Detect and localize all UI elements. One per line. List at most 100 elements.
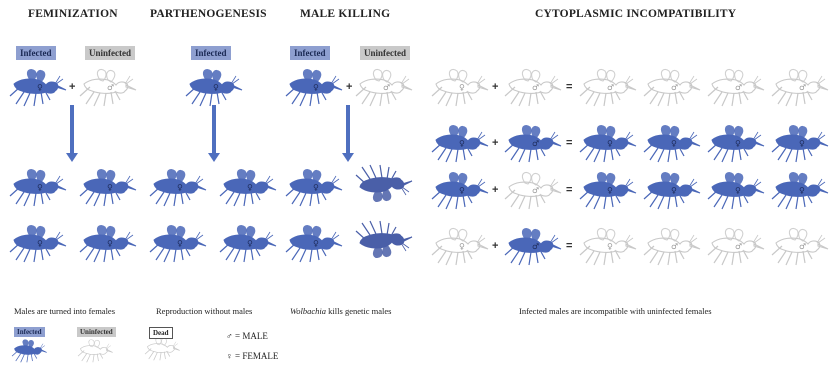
- svg-text:♀: ♀: [177, 183, 183, 192]
- svg-text:♀: ♀: [247, 239, 253, 248]
- uninfected-offspring-mosquito-icon: ♂: [644, 228, 700, 265]
- plus-sign: +: [492, 81, 498, 93]
- svg-text:♀: ♀: [671, 139, 677, 148]
- legend-male: ♂ = MALE: [226, 331, 268, 341]
- infected-male-mosquito-icon: ♂: [505, 228, 561, 265]
- caption-male-killing: Wolbachia kills genetic males: [290, 306, 391, 316]
- svg-text:♀: ♀: [607, 186, 613, 195]
- down-arrow-icon: [342, 105, 354, 162]
- svg-text:♀: ♀: [213, 83, 219, 92]
- plus-sign: +: [492, 137, 498, 149]
- svg-text:♀: ♀: [313, 183, 319, 192]
- infected-female-mosquito-icon: ♀: [150, 169, 206, 206]
- svg-text:♀: ♀: [459, 242, 465, 251]
- svg-text:♀: ♀: [247, 183, 253, 192]
- uninfected-offspring-mosquito-icon: ♂: [772, 69, 828, 106]
- svg-text:♀: ♀: [607, 242, 613, 251]
- infected-offspring-mosquito-icon: ♀: [644, 125, 700, 162]
- infected-offspring-mosquito-icon: ♀: [580, 125, 636, 162]
- svg-text:♂: ♂: [799, 242, 806, 251]
- legend-tag-infected: Infected: [14, 327, 45, 337]
- infected-female-mosquito-icon: ♀: [80, 169, 136, 206]
- equals-sign: =: [566, 137, 572, 149]
- infected-female-mosquito-icon: ♀: [10, 225, 66, 262]
- infected-offspring-mosquito-icon: ♀: [644, 172, 700, 209]
- svg-text:♀: ♀: [459, 139, 465, 148]
- svg-text:♀: ♀: [735, 139, 741, 148]
- svg-text:♂: ♂: [532, 242, 539, 251]
- svg-text:♂: ♂: [735, 83, 742, 92]
- infected-male-mosquito-icon: ♂: [505, 125, 561, 162]
- caption-parthenogenesis: Reproduction without males: [156, 306, 252, 316]
- svg-text:♂: ♂: [383, 83, 390, 92]
- plus-sign: +: [69, 81, 75, 93]
- svg-text:♂: ♂: [532, 186, 539, 195]
- infected-female-mosquito-icon: ♀: [432, 125, 488, 162]
- plus-sign: +: [346, 81, 352, 93]
- infected-female-mosquito-icon: ♀: [286, 169, 342, 206]
- legend-tag-dead: Dead: [149, 327, 173, 339]
- infected-female-mosquito-icon: ♀: [432, 172, 488, 209]
- infected-female-mosquito-icon: ♀: [10, 169, 66, 206]
- infected-offspring-mosquito-icon: ♀: [580, 172, 636, 209]
- plus-sign: +: [492, 240, 498, 252]
- legend-tag-uninfected: Uninfected: [77, 327, 116, 337]
- infected-offspring-mosquito-icon: ♀: [772, 125, 828, 162]
- uninfected-male-mosquito-icon: ♂: [356, 69, 412, 106]
- svg-text:♀: ♀: [459, 186, 465, 195]
- uninfected-offspring-mosquito-icon: ♂: [772, 228, 828, 265]
- infected-female-mosquito-icon: ♀: [220, 225, 276, 262]
- infected-female-mosquito-icon: ♀: [150, 225, 206, 262]
- svg-text:♂: ♂: [532, 83, 539, 92]
- infected-female-mosquito-icon: ♀: [286, 225, 342, 262]
- infected-female-mosquito-icon: ♀: [10, 69, 66, 106]
- uninfected-male-mosquito-icon: ♂: [505, 69, 561, 106]
- svg-text:♀: ♀: [107, 239, 113, 248]
- uninfected-offspring-mosquito-icon: ♂: [708, 69, 764, 106]
- caption-feminization: Males are turned into females: [14, 306, 115, 316]
- svg-text:♀: ♀: [37, 83, 43, 92]
- uninfected-female-mosquito-icon: ♀: [432, 228, 488, 265]
- svg-text:♀: ♀: [671, 186, 677, 195]
- equals-sign: =: [566, 81, 572, 93]
- uninfected-female-mosquito-icon: ♀: [432, 69, 488, 106]
- svg-text:♀: ♀: [799, 186, 805, 195]
- caption-male-killing-rest: kills genetic males: [326, 306, 391, 316]
- svg-text:♀: ♀: [107, 183, 113, 192]
- uninfected-offspring-mosquito-icon: ♂: [580, 69, 636, 106]
- down-arrow-icon: [66, 105, 78, 162]
- legend-uninfected-mosquito-icon: [78, 340, 113, 363]
- infected-female-mosquito-icon: ♀: [80, 225, 136, 262]
- uninfected-offspring-mosquito-icon: ♂: [644, 69, 700, 106]
- svg-text:♂: ♂: [799, 83, 806, 92]
- legend-female: ♀ = FEMALE: [226, 351, 278, 361]
- svg-text:♀: ♀: [799, 139, 805, 148]
- uninfected-offspring-mosquito-icon: ♀: [580, 228, 636, 265]
- svg-text:♀: ♀: [37, 239, 43, 248]
- svg-text:♀: ♀: [177, 239, 183, 248]
- svg-text:♂: ♂: [607, 83, 614, 92]
- dead-male-mosquito-icon: [356, 165, 412, 202]
- equals-sign: =: [566, 240, 572, 252]
- uninfected-male-mosquito-icon: ♂: [80, 69, 136, 106]
- caption-wolbachia: Wolbachia: [290, 306, 326, 316]
- svg-text:♀: ♀: [37, 183, 43, 192]
- svg-text:♀: ♀: [607, 139, 613, 148]
- svg-text:♂: ♂: [671, 83, 678, 92]
- infected-offspring-mosquito-icon: ♀: [772, 172, 828, 209]
- equals-sign: =: [566, 184, 572, 196]
- down-arrow-icon: [208, 105, 220, 162]
- svg-text:♂: ♂: [532, 139, 539, 148]
- svg-text:♂: ♂: [671, 242, 678, 251]
- svg-text:♂: ♂: [107, 83, 114, 92]
- legend-infected-mosquito-icon: [12, 340, 47, 363]
- svg-text:♀: ♀: [313, 239, 319, 248]
- svg-text:♀: ♀: [313, 83, 319, 92]
- svg-text:♀: ♀: [735, 186, 741, 195]
- infected-female-mosquito-icon: ♀: [286, 69, 342, 106]
- infected-female-mosquito-icon: ♀: [220, 169, 276, 206]
- svg-text:♂: ♂: [735, 242, 742, 251]
- infected-offspring-mosquito-icon: ♀: [708, 125, 764, 162]
- legend-dead-mosquito-icon: [145, 338, 180, 361]
